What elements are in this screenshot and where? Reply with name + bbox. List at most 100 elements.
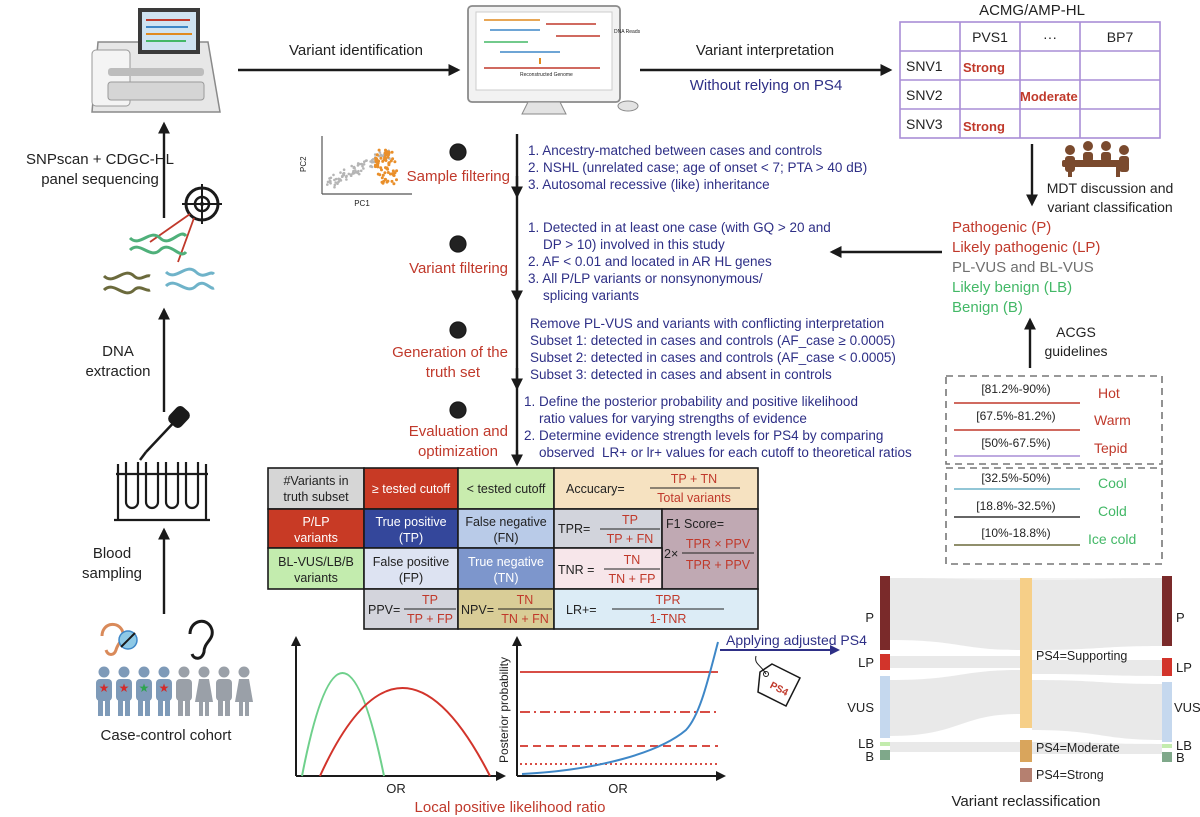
- thermo-range-hot: [81.2%-90%): [981, 382, 1050, 396]
- pca-point-orange: [380, 180, 384, 184]
- pca-point-gray: [362, 163, 366, 166]
- acmg-row-snv3: SNV3: [906, 116, 943, 132]
- mdt-label-1: MDT discussion and: [1047, 180, 1174, 196]
- matrix-fp-2: (FP): [399, 571, 423, 585]
- or-axis-label-1: OR: [386, 781, 406, 796]
- pca-point-gray: [339, 171, 342, 174]
- sankey-right-vus: [1162, 682, 1172, 742]
- step4-item-2: ratio values for varying strengths of ev…: [524, 411, 807, 426]
- pca-point-orange: [387, 163, 391, 167]
- thermo-label-cool: Cool: [1098, 475, 1127, 491]
- dna-icon-olive: [102, 271, 151, 295]
- pca-point-gray: [361, 165, 364, 168]
- pca-point-orange: [379, 166, 383, 170]
- pca-point-orange: [376, 163, 380, 167]
- acmg-cell-snv2-moderate: Moderate: [1020, 89, 1078, 104]
- without-ps4-label: Without relying on PS4: [690, 77, 843, 94]
- step4-title-2: optimization: [418, 443, 498, 460]
- blood-sampling-label-1: Blood: [93, 545, 131, 562]
- lr-den: 1-TNR: [650, 612, 687, 626]
- sankey-left-b: [880, 750, 890, 760]
- step2-number: 2: [455, 239, 461, 251]
- pca-point-gray: [349, 174, 353, 177]
- matrix-blvus-2: variants: [294, 571, 338, 585]
- thermo-range-cool: [32.5%-50%): [981, 471, 1050, 485]
- step3-item-2: Subset 1: detected in cases and controls…: [530, 333, 895, 348]
- class-likely-benign: Likely benign (LB): [952, 279, 1072, 296]
- pca-point-gray: [362, 167, 365, 170]
- acmg-header-bp7: BP7: [1107, 29, 1134, 45]
- lr-label: LR+=: [566, 603, 597, 617]
- target-line-2: [177, 217, 195, 263]
- step4-number: 4: [455, 405, 461, 417]
- pca-point-orange: [384, 151, 388, 155]
- acmg-title: ACMG/AMP-HL: [979, 2, 1085, 19]
- dna-icon-teal: [164, 267, 216, 291]
- pca-point-gray: [350, 164, 354, 168]
- pca-point-gray: [332, 173, 335, 177]
- thermo-range-cold: [18.8%-32.5%): [976, 499, 1055, 513]
- sequencing-label-2: panel sequencing: [41, 171, 159, 188]
- cohort-label: Case-control cohort: [101, 727, 233, 744]
- sankey-mid-label-strong: PS4=Strong: [1036, 768, 1104, 782]
- class-benign: Benign (B): [952, 299, 1023, 316]
- svg-text:★: ★: [119, 681, 130, 695]
- f1-label: F1 Score=: [666, 517, 724, 531]
- npv-label: NPV=: [461, 603, 494, 617]
- pca-point-orange: [373, 163, 377, 167]
- sankey-left-label-b: B: [865, 749, 874, 764]
- step3-title-1: Generation of the: [392, 344, 508, 361]
- sankey-right-p: [1162, 576, 1172, 646]
- sankey-left-label-p: P: [865, 610, 874, 625]
- pca-y-label: PC2: [299, 156, 308, 172]
- reconstructed-genome-label: Reconstructed Genome: [520, 72, 573, 78]
- sankey-left-lb: [880, 742, 890, 746]
- matrix-plp-2: variants: [294, 531, 338, 545]
- step2-item-5: splicing variants: [528, 288, 639, 303]
- computer-monitor-icon: DNA Reads Reconstructed Genome: [467, 5, 641, 115]
- acgs-label-2: guidelines: [1044, 343, 1107, 359]
- npv-den: TN + FN: [501, 612, 549, 626]
- step1-item-3: 3. Autosomal recessive (like) inheritanc…: [528, 177, 770, 192]
- pca-point-orange: [393, 160, 397, 164]
- pca-point-gray: [356, 162, 360, 165]
- pca-point-orange: [378, 173, 382, 177]
- sankey-mid-moderate: [1020, 740, 1032, 762]
- ps4-tag-icon: PS4: [755, 655, 802, 708]
- matrix-ge-cutoff: ≥ tested cutoff: [372, 482, 451, 496]
- pca-point-gray: [339, 179, 343, 182]
- thermo-range-ice-cold: [10%-18.8%): [981, 526, 1050, 540]
- control-people: [176, 666, 253, 716]
- step1-title: Sample filtering: [407, 168, 510, 185]
- pca-point-orange: [377, 148, 381, 152]
- sequencer-icon: [91, 8, 221, 113]
- posterior-plot: Posterior probability OR: [497, 636, 726, 796]
- dna-extraction-label-2: extraction: [85, 363, 150, 380]
- pipette-icon: [139, 406, 190, 461]
- pca-point-gray: [364, 159, 368, 162]
- matrix-corner-1: #Variants in: [283, 474, 348, 488]
- sankey-right-lb: [1162, 744, 1172, 748]
- pca-point-orange: [393, 171, 397, 175]
- pca-point-orange: [395, 178, 398, 182]
- pca-point-gray: [370, 165, 374, 169]
- ppv-label: PPV=: [368, 603, 400, 617]
- pca-point-orange: [387, 153, 390, 157]
- sankey-mid-label-supporting: PS4=Supporting: [1036, 649, 1127, 663]
- pca-point-gray: [352, 169, 355, 173]
- matrix-corner-2: truth subset: [283, 490, 349, 504]
- pca-point-gray: [354, 169, 357, 172]
- tnr-num: TN: [624, 553, 641, 567]
- step3-item-1: Remove PL-VUS and variants with conflict…: [530, 316, 884, 331]
- blood-sampling-label-2: sampling: [82, 565, 142, 582]
- thermo-label-cold: Cold: [1098, 503, 1127, 519]
- lr-num: TPR: [656, 593, 681, 607]
- dna-reads-label: DNA Reads: [614, 29, 641, 35]
- thermo-label-ice-cold: Ice cold: [1088, 531, 1136, 547]
- pca-point-gray: [352, 166, 356, 170]
- dna-extraction-label-1: DNA: [102, 343, 134, 360]
- f1-mult: 2×: [664, 547, 678, 561]
- local-lr-caption: Local positive likelihood ratio: [415, 799, 606, 816]
- pca-point-orange: [391, 172, 395, 176]
- thermo-range-warm: [67.5%-81.2%): [976, 409, 1055, 423]
